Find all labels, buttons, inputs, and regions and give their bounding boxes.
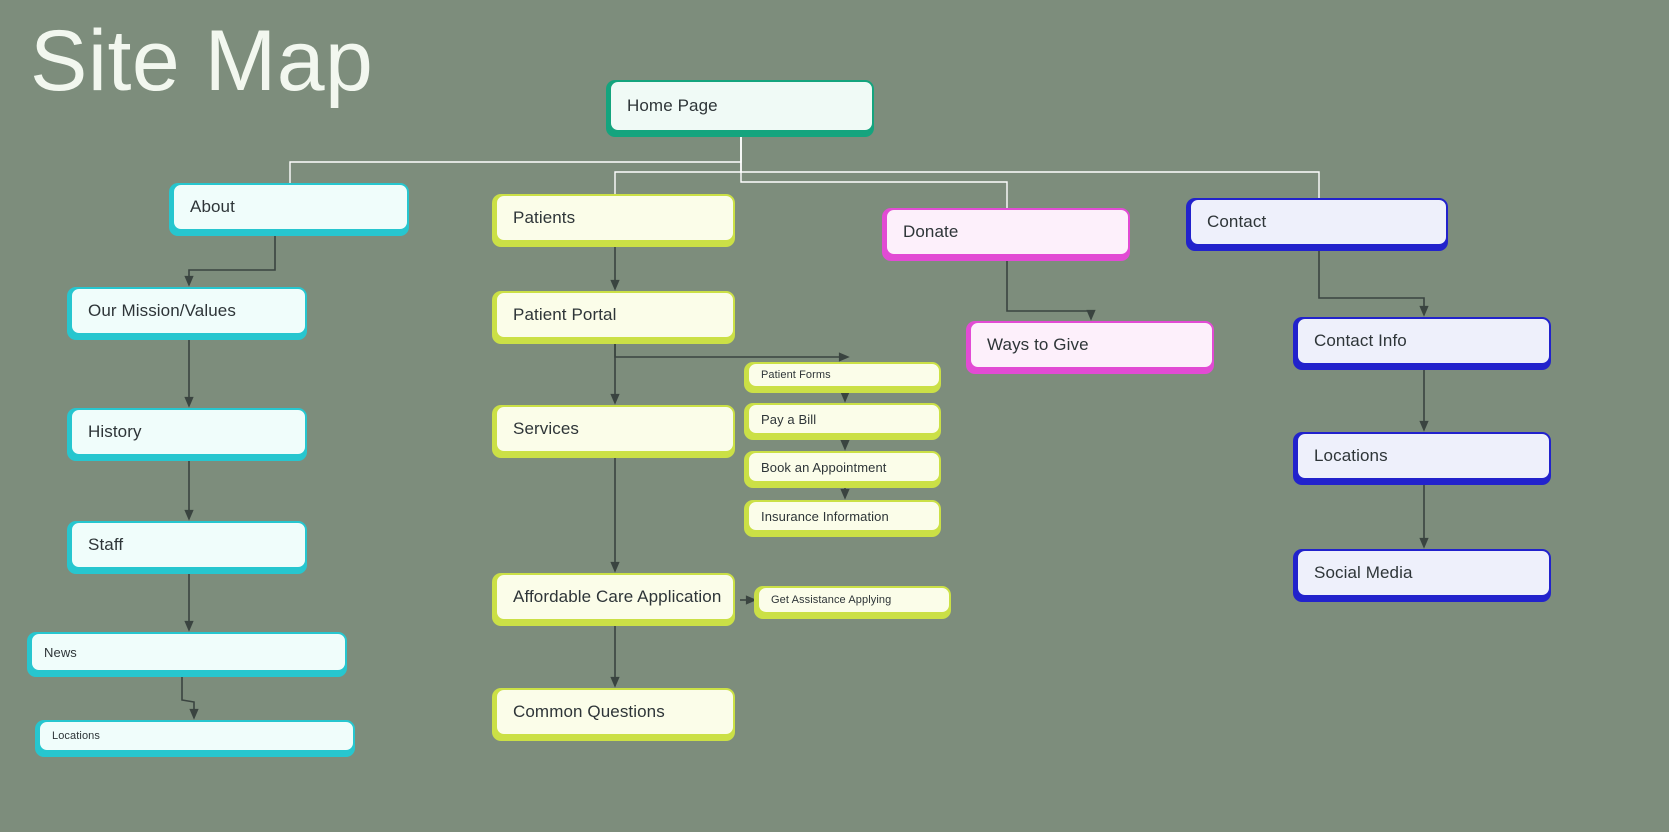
node-label: News [44,644,77,660]
node-history[interactable]: History [70,408,307,456]
node-home[interactable]: Home Page [609,80,874,132]
node-ways-to-give[interactable]: Ways to Give [969,321,1214,369]
node-label: Insurance Information [761,508,889,524]
node-label: Contact Info [1314,331,1407,350]
node-label: Common Questions [513,702,665,721]
connector-home-to-patients [614,133,742,194]
node-common-q[interactable]: Common Questions [495,688,735,736]
connector-news-to-about-locations [181,677,199,720]
node-label: About [190,197,235,216]
node-label: Ways to Give [987,335,1089,354]
node-label: Get Assistance Applying [771,594,892,606]
node-about[interactable]: About [172,183,409,231]
node-pay-bill[interactable]: Pay a Bill [747,403,941,435]
node-label: Home Page [627,96,718,115]
connector-contact-to-contact-info [1318,251,1429,317]
node-services[interactable]: Services [495,405,735,453]
node-contact[interactable]: Contact [1189,198,1448,246]
node-label: Contact [1207,212,1267,231]
node-about-locations[interactable]: Locations [38,720,355,752]
node-staff[interactable]: Staff [70,521,307,569]
node-label: Affordable Care Application [513,587,722,606]
node-label: Locations [52,730,100,742]
connector-donate-to-ways-to-give [1006,261,1096,321]
connector-home-to-contact [740,133,1320,198]
node-contact-info[interactable]: Contact Info [1296,317,1551,365]
node-news[interactable]: News [30,632,347,672]
connector-home-to-donate [740,133,1008,208]
connector-portal-to-forms [614,344,850,362]
node-donate[interactable]: Donate [885,208,1130,256]
node-locations[interactable]: Locations [1296,432,1551,480]
node-patients[interactable]: Patients [495,194,735,242]
node-label: Staff [88,535,124,554]
node-label: History [88,422,142,441]
node-label: Locations [1314,446,1388,465]
node-book-appt[interactable]: Book an Appointment [747,451,941,483]
node-label: Our Mission/Values [88,301,236,320]
node-label: Pay a Bill [761,411,817,427]
node-label: Patient Forms [761,369,831,381]
node-mission[interactable]: Our Mission/Values [70,287,307,335]
page-title: Site Map [30,13,374,109]
node-label: Book an Appointment [761,459,887,475]
node-label: Social Media [1314,563,1413,582]
node-label: Patient Portal [513,305,617,324]
node-label: Patients [513,208,576,227]
node-forms[interactable]: Patient Forms [747,362,941,388]
node-social-media[interactable]: Social Media [1296,549,1551,597]
node-insurance[interactable]: Insurance Information [747,500,941,532]
node-label: Donate [903,222,959,241]
connector-about-to-mission [184,236,276,287]
node-affordable[interactable]: Affordable Care Application [495,573,735,621]
node-portal[interactable]: Patient Portal [495,291,735,339]
node-assistance[interactable]: Get Assistance Applying [757,586,951,614]
node-label: Services [513,419,579,438]
connector-home-to-about [289,133,742,183]
